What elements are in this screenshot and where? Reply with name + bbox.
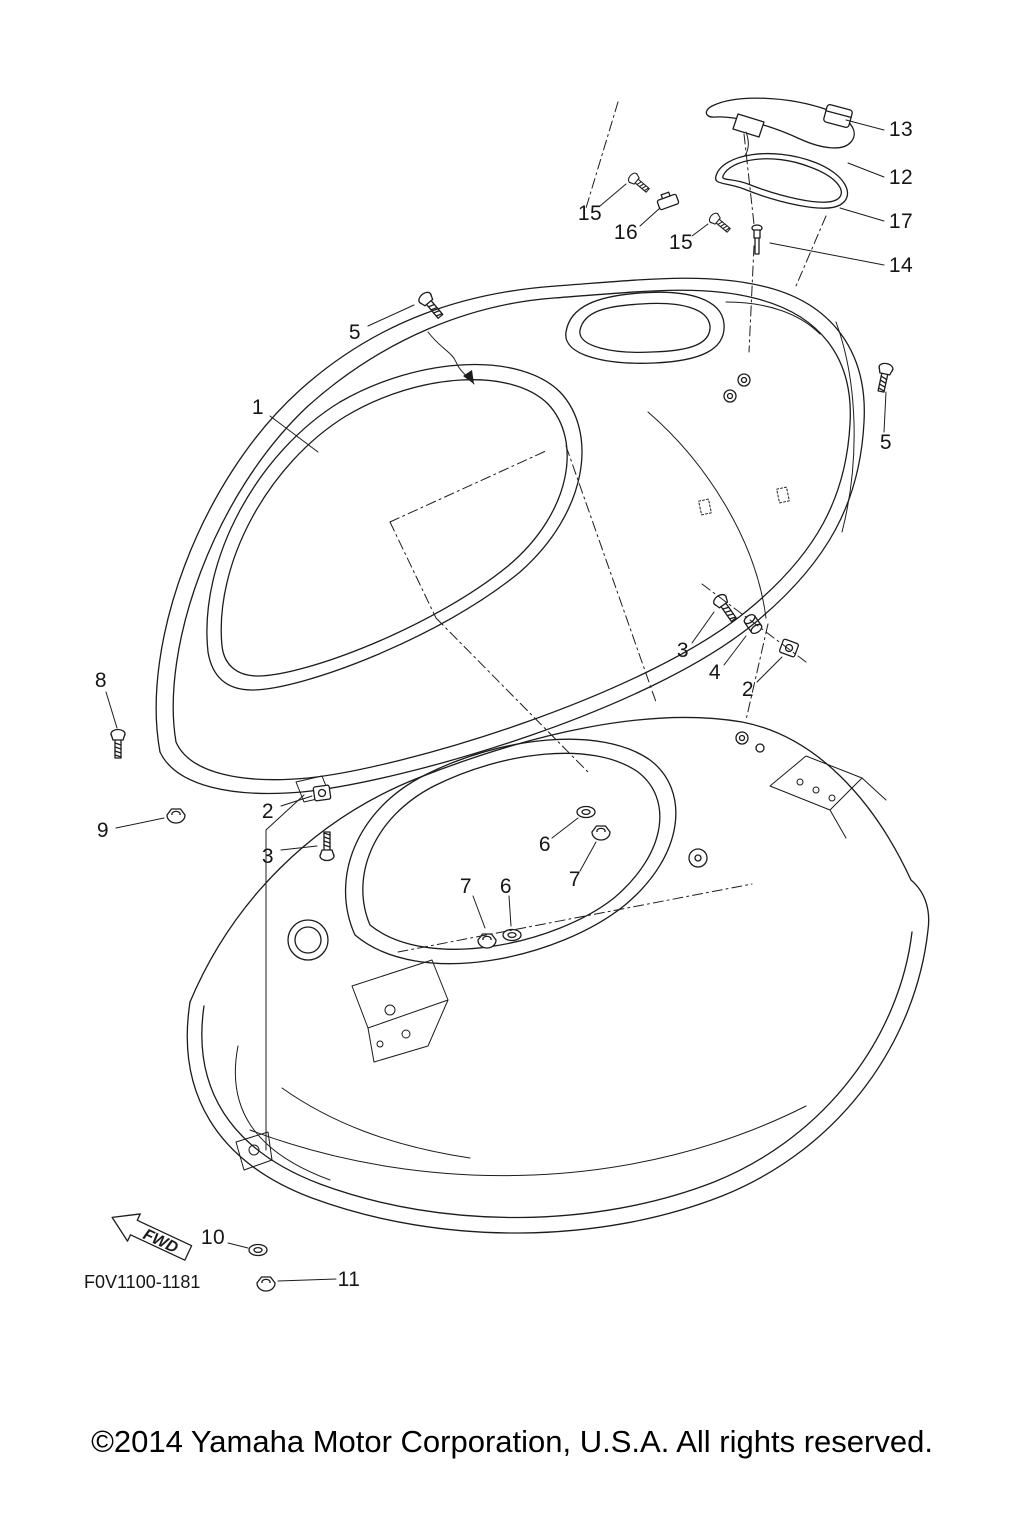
callout-7: 7: [568, 868, 582, 891]
callout-13: 13: [888, 118, 914, 141]
callout-12: 12: [888, 166, 914, 189]
cap-13: [823, 103, 853, 129]
callout-15: 15: [577, 202, 603, 225]
hull-assembly: [186, 716, 930, 1234]
callout-4: 4: [708, 661, 722, 684]
callout-5: 5: [879, 431, 893, 454]
callout-2: 2: [261, 800, 275, 823]
diagram-part-code: F0V1100-1181: [84, 1272, 201, 1292]
gasket-17: [714, 152, 849, 209]
callout-1: 1: [251, 396, 265, 419]
callout-15: 15: [668, 231, 694, 254]
engine-hood-assembly: [155, 277, 865, 795]
callout-7: 7: [459, 875, 473, 898]
callout-9: 9: [96, 819, 110, 842]
callout-16: 16: [613, 221, 639, 244]
callout-14: 14: [888, 254, 914, 277]
callout-6: 6: [538, 833, 552, 856]
callout-6: 6: [499, 875, 513, 898]
fasteners-and-fittings: [110, 97, 895, 1292]
construction-lines: [389, 101, 827, 953]
callout-3: 3: [676, 639, 690, 662]
callout-11: 11: [337, 1268, 361, 1291]
callout-5: 5: [348, 321, 362, 344]
leader-lines: [105, 119, 887, 1282]
callout-17: 17: [888, 210, 914, 233]
callout-8: 8: [94, 669, 108, 692]
fitting-16: [656, 191, 680, 211]
callout-10: 10: [200, 1226, 226, 1249]
pin-14: [751, 224, 763, 255]
callout-3: 3: [261, 845, 275, 868]
copyright-text: ©2014 Yamaha Motor Corporation, U.S.A. A…: [91, 1424, 933, 1459]
callout-2: 2: [741, 678, 755, 701]
